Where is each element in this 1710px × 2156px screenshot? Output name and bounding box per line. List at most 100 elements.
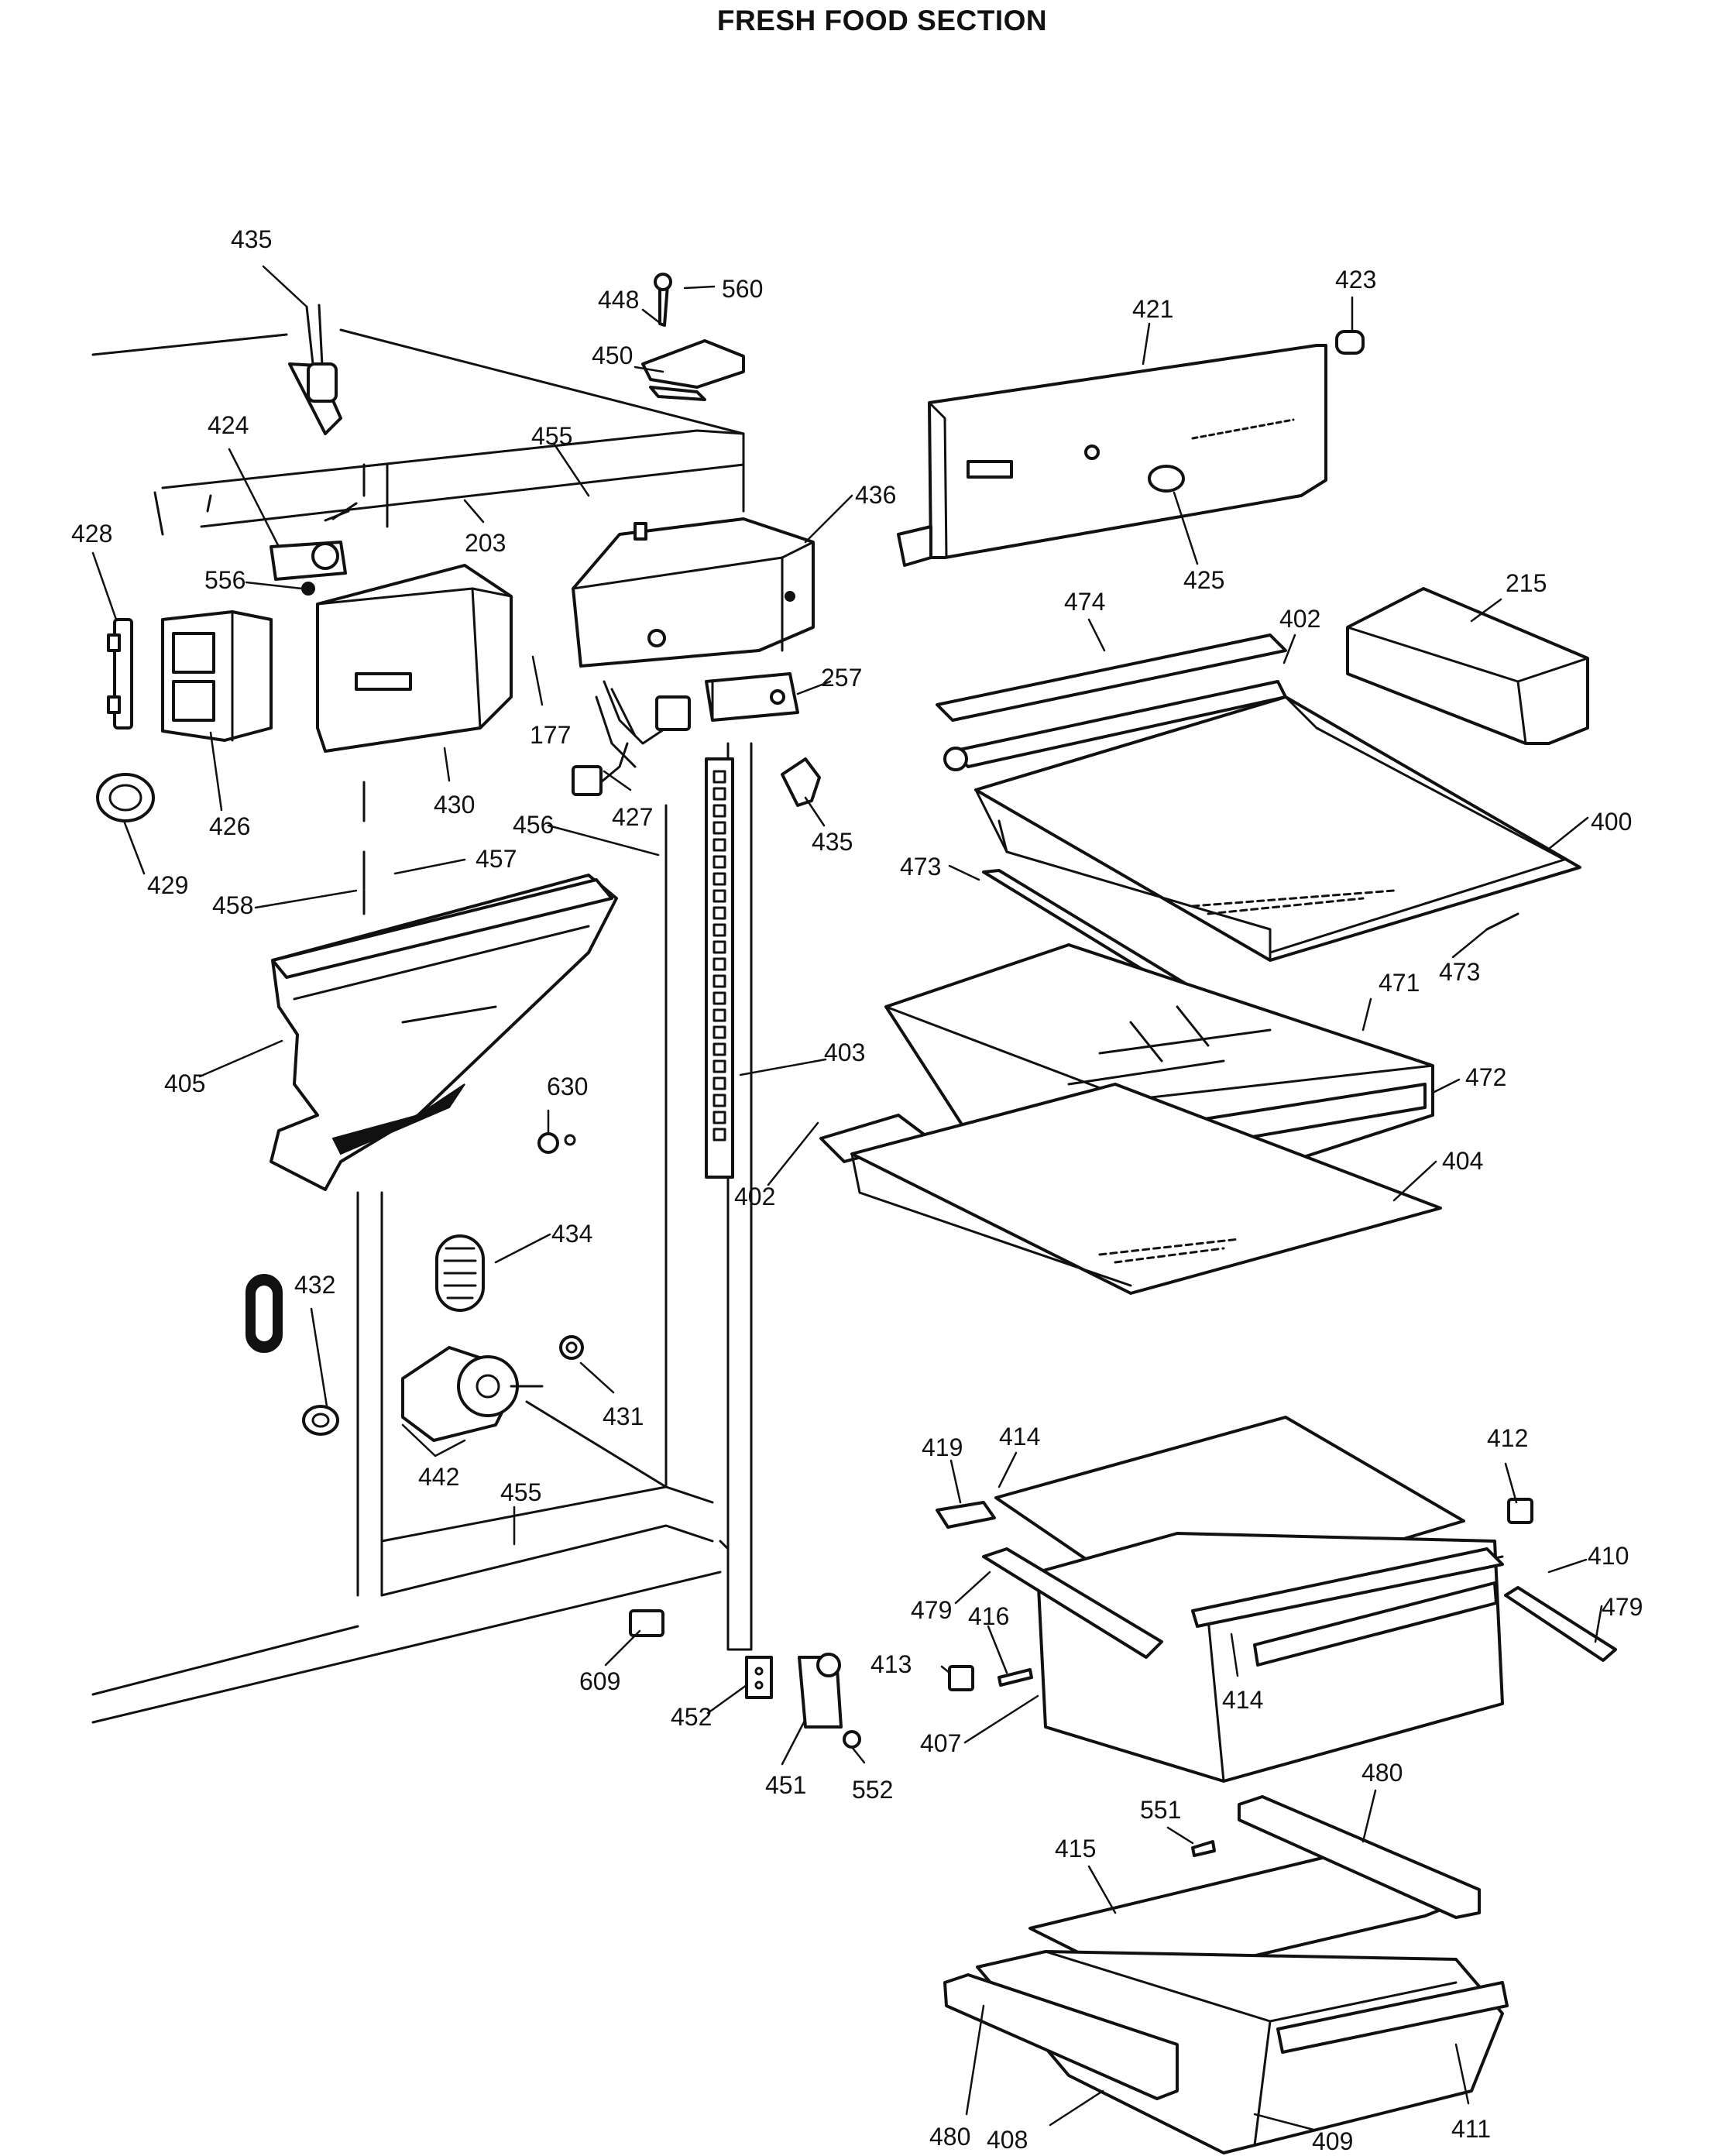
callout-480-top: 480 (1361, 1759, 1403, 1787)
wiring-harness (572, 680, 691, 796)
callout-203: 203 (465, 529, 506, 557)
drawer-slide-479-right (1504, 1586, 1617, 1662)
callout-560: 560 (722, 275, 763, 303)
hinge-451 (798, 1653, 843, 1729)
callout-448: 448 (598, 286, 639, 314)
rail-slot (712, 889, 726, 903)
callout-419: 419 (922, 1433, 963, 1461)
callout-458: 458 (212, 891, 253, 919)
callout-177: 177 (530, 721, 571, 749)
callout-432: 432 (294, 1271, 335, 1299)
callout-403: 403 (824, 1039, 865, 1066)
callout-428: 428 (71, 520, 112, 548)
clip-413 (948, 1665, 974, 1691)
callout-405: 405 (164, 1069, 205, 1097)
callout-435-right: 435 (812, 828, 853, 856)
diagram-title: FRESH FOOD SECTION (716, 5, 1048, 36)
light-lens (246, 1274, 283, 1353)
callout-455: 455 (531, 422, 572, 450)
rail-slot (712, 1093, 726, 1107)
rail-slot (712, 1025, 726, 1039)
rail-slot (712, 821, 726, 835)
callout-456: 456 (513, 811, 554, 839)
rail-slot (712, 804, 726, 818)
callout-552: 552 (852, 1776, 893, 1804)
dairy-bin (1346, 587, 1589, 745)
callout-labels: 435 424 428 556 203 455 448 560 450 436 … (71, 225, 1643, 2155)
rail-slot (712, 906, 726, 920)
callout-416: 416 (968, 1602, 1009, 1630)
callout-471: 471 (1379, 969, 1420, 997)
temperature-control (270, 502, 358, 596)
callout-480-bottom: 480 (929, 2123, 970, 2151)
screw-551 (1191, 1840, 1216, 1857)
callout-450: 450 (592, 342, 633, 369)
callout-215: 215 (1506, 569, 1547, 597)
callout-415: 415 (1055, 1835, 1096, 1862)
pin-416 (998, 1668, 1033, 1687)
rail-480-bottom (943, 1973, 1179, 2100)
callout-479-left: 479 (911, 1596, 952, 1624)
callout-412: 412 (1487, 1424, 1528, 1452)
callout-434: 434 (551, 1220, 592, 1248)
callout-436: 436 (855, 481, 896, 509)
callout-472: 472 (1465, 1063, 1506, 1091)
callout-407: 407 (920, 1729, 961, 1757)
rail-slot (712, 1042, 726, 1056)
control-housing (316, 564, 513, 753)
rail-slot (712, 1111, 726, 1124)
slide-419 (936, 1501, 996, 1529)
light-shield (96, 773, 155, 822)
callout-421: 421 (1132, 295, 1173, 323)
callout-404: 404 (1442, 1147, 1483, 1175)
callout-479-right: 479 (1602, 1593, 1643, 1621)
callout-431: 431 (603, 1402, 644, 1430)
callout-402-top: 402 (1279, 605, 1320, 633)
knob-425 (1148, 465, 1185, 493)
drawer-slide-479-left (982, 1547, 1163, 1659)
shim-452 (745, 1656, 773, 1699)
callout-414-bottom: 414 (1222, 1686, 1263, 1714)
glass-shelf-400 (974, 695, 1581, 962)
screw-552 (843, 1730, 861, 1749)
bulb-423 (1335, 330, 1365, 355)
rail-slot (712, 991, 726, 1005)
rail-slot (712, 1076, 726, 1090)
hinge-bottom-609 (629, 1609, 664, 1637)
callout-435: 435 (231, 225, 272, 253)
callout-455-bottom: 455 (500, 1478, 541, 1506)
cabinet-liner (91, 328, 753, 1724)
rail-slot (712, 957, 726, 971)
callout-408: 408 (987, 2126, 1028, 2154)
rail-slot (712, 923, 726, 937)
bushing-431 (559, 1335, 584, 1360)
callout-429: 429 (147, 871, 188, 899)
rail-slot (712, 1059, 726, 1073)
sensor-bracket (107, 618, 133, 730)
callout-425: 425 (1183, 566, 1224, 594)
callout-409: 409 (1312, 2127, 1353, 2155)
top-hinge (641, 273, 745, 401)
callout-413: 413 (870, 1650, 912, 1678)
callout-556: 556 (204, 566, 246, 594)
callout-473-left: 473 (900, 853, 941, 881)
callout-442: 442 (418, 1463, 459, 1491)
rail-slot (712, 855, 726, 869)
pan-408 (976, 1950, 1504, 2154)
defrost-timer (705, 672, 799, 722)
crisper-drawer-407 (1036, 1532, 1504, 1783)
callout-551: 551 (1140, 1796, 1181, 1824)
trim-411 (1276, 1981, 1509, 2054)
callout-423: 423 (1335, 266, 1376, 294)
rail-slot (712, 787, 726, 801)
callout-452: 452 (671, 1703, 712, 1731)
air-damper (161, 610, 273, 742)
light-bulb-socket (302, 1405, 339, 1436)
callout-257: 257 (821, 664, 862, 692)
rail-480-top (1238, 1795, 1481, 1919)
rail-slot (712, 1008, 726, 1022)
callout-400: 400 (1591, 808, 1632, 836)
callout-430: 430 (434, 791, 475, 819)
rail-slot (712, 1128, 726, 1142)
drawer-slide-410 (1191, 1547, 1504, 1628)
